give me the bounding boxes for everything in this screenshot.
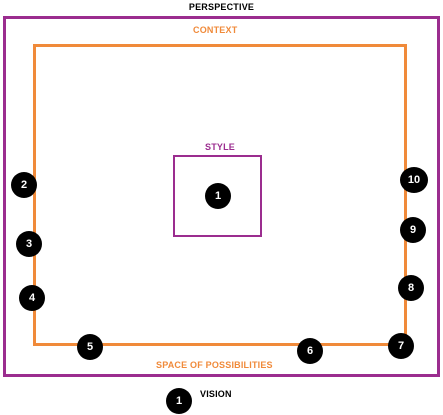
perspective-frame <box>3 16 440 377</box>
marker-2: 2 <box>11 172 37 198</box>
style-label: STYLE <box>205 142 236 152</box>
vision-label: VISION <box>200 389 232 399</box>
marker-3: 3 <box>16 231 42 257</box>
context-label: CONTEXT <box>193 25 238 35</box>
marker-1-vision: 1 <box>166 388 192 414</box>
marker-6: 6 <box>297 338 323 364</box>
marker-10: 10 <box>400 167 428 193</box>
marker-4: 4 <box>19 285 45 311</box>
context-frame <box>33 44 407 346</box>
marker-1-style: 1 <box>205 183 231 209</box>
style-frame <box>173 155 262 237</box>
space-of-possibilities-label: SPACE OF POSSIBILITIES <box>156 360 273 370</box>
marker-9: 9 <box>400 217 426 243</box>
marker-5: 5 <box>77 334 103 360</box>
marker-7: 7 <box>388 333 414 359</box>
marker-8: 8 <box>398 275 424 301</box>
perspective-label: PERSPECTIVE <box>188 2 255 12</box>
